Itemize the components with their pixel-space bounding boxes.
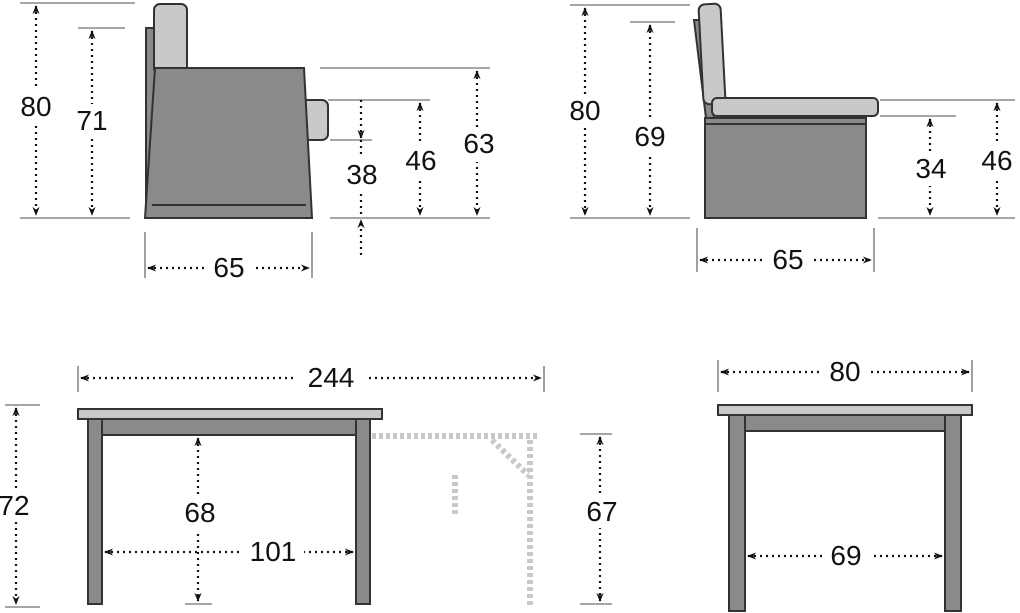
bench-drawing: 80 69 34 46 65 xyxy=(566,2,1018,276)
bench-back-height-label: 69 xyxy=(634,121,665,152)
table-end-right-leg xyxy=(944,414,962,612)
armchair-back-cushion xyxy=(153,3,188,75)
armchair-depth-label: 65 xyxy=(213,252,244,283)
bench-top-height-label: 46 xyxy=(981,145,1012,176)
bench-base xyxy=(704,117,867,219)
table-end-drawing: 80 69 xyxy=(717,354,973,612)
table-side-apron xyxy=(101,418,357,436)
bench-seat-cushion xyxy=(711,97,879,117)
table-end-left-leg xyxy=(728,414,746,612)
table-extended-length-label: 244 xyxy=(308,362,355,393)
bench-back-cushion xyxy=(697,2,727,106)
table-side-left-leg xyxy=(87,418,103,605)
bench-seat-height-label: 34 xyxy=(915,153,946,184)
armchair-armrest-height-label: 46 xyxy=(405,145,436,176)
armchair-total-height-label: 80 xyxy=(20,91,51,122)
table-leg-span-label: 101 xyxy=(250,536,297,567)
table-end-top xyxy=(717,404,973,416)
table-end-leg-span-label: 69 xyxy=(830,540,861,571)
table-clearance-label: 68 xyxy=(184,497,215,528)
bench-depth-label: 65 xyxy=(772,244,803,275)
table-end-apron xyxy=(744,414,946,432)
table-height-label: 72 xyxy=(0,490,30,521)
armchair-drawing: 80 71 63 46 38 65 xyxy=(18,2,498,284)
armchair-back-height-label: 71 xyxy=(76,105,107,136)
bench-total-height-label: 80 xyxy=(569,95,600,126)
table-side-right-leg xyxy=(355,418,371,605)
table-extension-height-label: 67 xyxy=(586,496,617,527)
armchair-arm-top-height-label: 63 xyxy=(463,128,494,159)
table-side-drawing: 244 72 68 101 67 xyxy=(0,360,624,608)
table-extension-ghost xyxy=(372,433,540,608)
table-side-top xyxy=(77,408,383,420)
armchair-body xyxy=(143,67,314,219)
table-end-width-label: 80 xyxy=(829,356,860,387)
armchair-seat-height-label: 38 xyxy=(346,159,377,190)
